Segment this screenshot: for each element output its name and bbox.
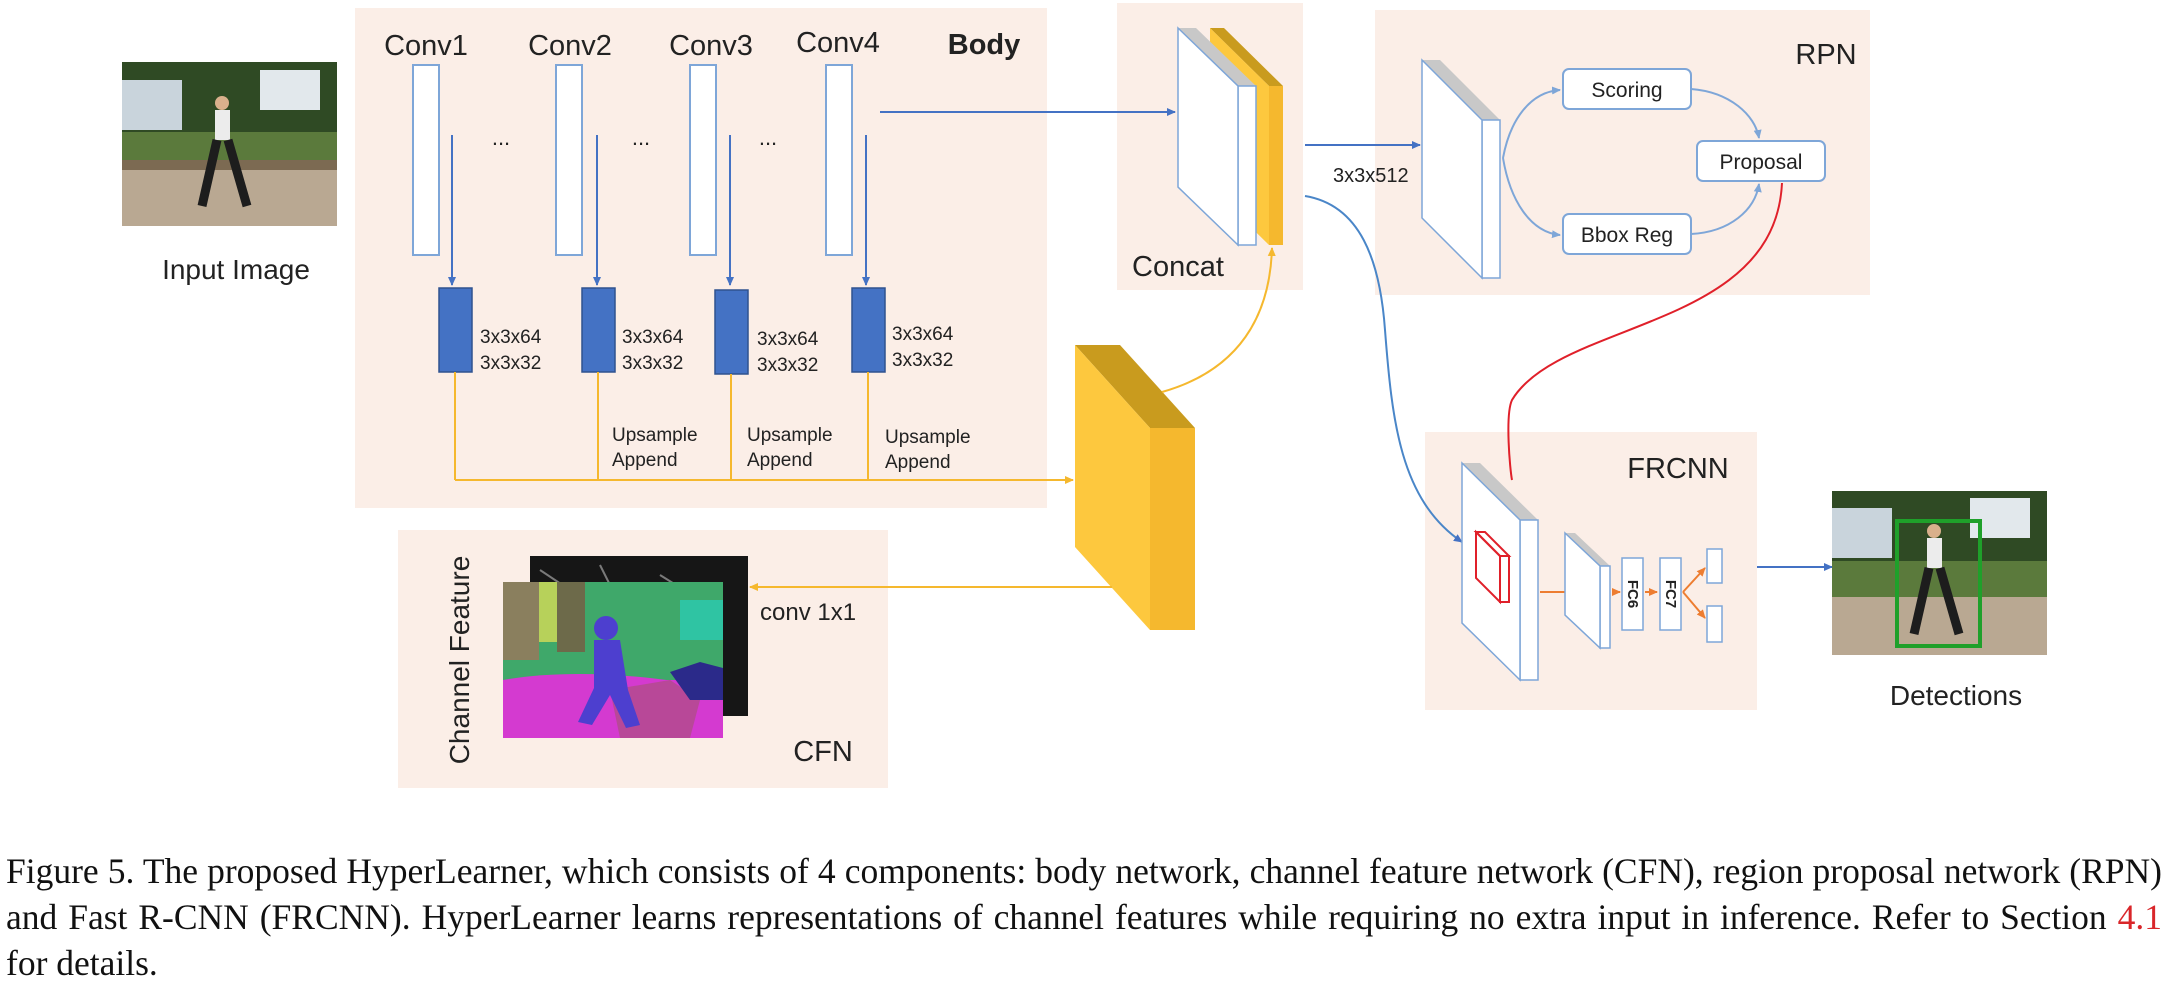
scoring-label: Scoring [1591,79,1662,102]
input-image [122,62,337,226]
section-reference-link[interactable]: 4.1 [2117,896,2162,937]
side-layer-2-dim-a: 3x3x64 [622,327,684,348]
proposal-node [1696,140,1826,182]
rpn: 3x3x512 Scoring Bbox Reg Proposal RPN [1305,39,1857,280]
fc6-layer [1621,557,1644,631]
cfn: conv 1x1 Channel Feature CFN [444,556,1112,768]
conv2-block [555,64,583,256]
frcnn: FC6 FC7 FRCNN [1461,453,1729,682]
cls-output [1706,548,1723,584]
concat-to-frcnn-curve [1304,195,1463,543]
upsample-label-3: Upsample [747,425,833,446]
input-image-label: Input Image [162,254,310,285]
conv1-block [412,64,440,256]
side-layer-4-dim-b: 3x3x32 [892,350,953,371]
side-layer-4-dim-a: 3x3x64 [892,324,954,345]
caption-text: Figure 5. The proposed HyperLearner, whi… [6,850,2162,937]
side-layer-3 [714,289,749,375]
channel-feature-map [503,556,748,738]
caption-suffix: for details. [6,942,158,983]
detections-label: Detections [1890,680,2022,711]
rpn-title: RPN [1795,39,1856,71]
side-layer-2-dim-b: 3x3x32 [622,353,683,374]
side-layer-1 [438,287,473,373]
side-layer-2 [581,287,616,373]
aggregate-connectors [454,372,1074,484]
detections-image [1832,491,2047,655]
concat-block [1177,26,1283,247]
cfn-title: CFN [793,736,853,768]
conv2-label: Conv2 [528,30,612,62]
ellipsis-1: ... [492,125,510,150]
side-layer-1-dim-a: 3x3x64 [480,327,542,348]
body-network: Conv1 Conv2 Conv3 Conv4 Body ... ... ...… [384,27,1176,484]
body-title: Body [948,29,1021,61]
detection-box [1895,519,1982,648]
proposal-to-frcnn-curve [1507,182,1783,481]
side-layer-3-dim-b: 3x3x32 [757,355,818,376]
rpn-input-dim: 3x3x512 [1333,165,1409,187]
side-layer-3-dim-a: 3x3x64 [757,329,819,350]
proposal-label: Proposal [1720,151,1803,174]
cfn-side-label: Channel Feature [444,556,475,765]
figure-caption: Figure 5. The proposed HyperLearner, whi… [6,848,2162,986]
fc7-label: FC7 [1662,580,1679,608]
reg-output [1706,605,1723,643]
concat-label: Concat [1132,251,1224,283]
side-layer-1-dim-b: 3x3x32 [480,353,541,374]
frcnn-title: FRCNN [1627,453,1729,485]
aggregate-to-concat-arrow [1161,247,1276,393]
side-layer-4 [851,287,886,373]
conv4-block [825,64,853,256]
append-label-2: Append [612,450,678,471]
cfn-conv-label: conv 1x1 [760,599,856,626]
conv3-block [689,64,717,256]
fc7-layer [1659,557,1682,631]
append-label-4: Append [885,452,951,473]
upsample-label-4: Upsample [885,427,971,448]
upsample-label-2: Upsample [612,425,698,446]
bbox-reg-label: Bbox Reg [1581,224,1673,247]
ellipsis-2: ... [632,125,650,150]
conv3-label: Conv3 [669,30,753,62]
conv1-label: Conv1 [384,30,468,62]
ellipsis-3: ... [759,125,777,150]
hyperlearner-diagram: Input Image Conv1 Conv2 Conv3 Conv4 Body… [122,3,2047,788]
aggregated-feature-block [1075,345,1195,630]
conv4-label: Conv4 [796,27,880,59]
fc6-label: FC6 [1624,580,1641,608]
append-label-3: Append [747,450,813,471]
